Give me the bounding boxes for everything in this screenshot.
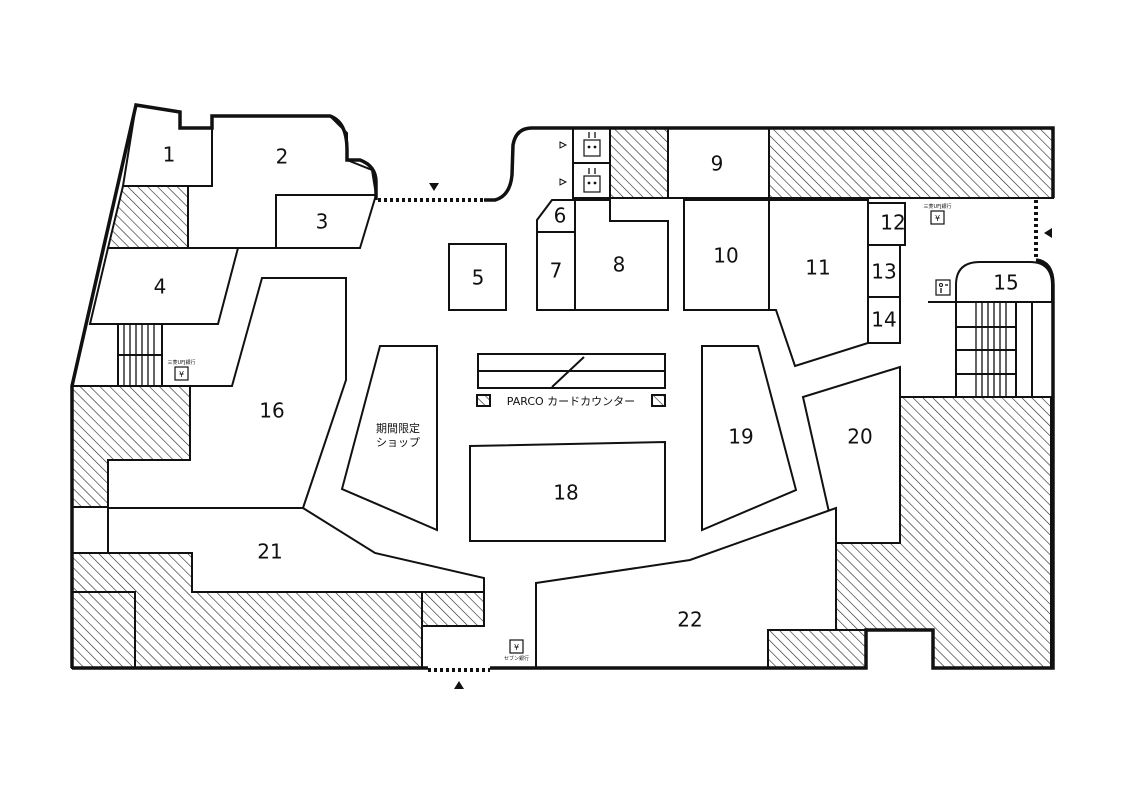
shop-19[interactable] xyxy=(701,345,798,532)
atm-yen-symbol: ¥ xyxy=(514,643,519,652)
card-counter-hatch-right xyxy=(651,394,666,407)
popup-shop-label-line2: ショップ xyxy=(376,436,420,449)
shop-13[interactable] xyxy=(867,244,901,298)
shop-3[interactable] xyxy=(275,194,378,249)
shop-label-5: 5 xyxy=(472,266,485,290)
elevator-direction-icon xyxy=(559,178,568,186)
shop-label-7: 7 xyxy=(550,259,563,283)
atm-icon: ¥ 三菱UFJ銀行 xyxy=(923,203,952,225)
entrances xyxy=(378,183,1052,689)
shop-label-14: 14 xyxy=(871,308,896,332)
shop-label-11: 11 xyxy=(805,256,830,280)
elevator-direction-icon xyxy=(559,141,568,149)
service-area-sw-corner xyxy=(71,591,136,669)
atm-label-seven: セブン銀行 xyxy=(504,655,529,662)
service-area-top-right xyxy=(768,127,1054,199)
shop-label-2: 2 xyxy=(276,145,289,169)
shop-16[interactable] xyxy=(107,277,347,509)
shop-label-6: 6 xyxy=(554,204,567,228)
elevator-core xyxy=(559,127,611,199)
shop-label-3: 3 xyxy=(316,210,329,234)
popup-shop-label-line1: 期間限定 xyxy=(376,421,420,435)
shop-18[interactable] xyxy=(469,440,666,542)
shop-units xyxy=(88,103,906,669)
shop-label-20: 20 xyxy=(847,425,872,449)
shop-11[interactable] xyxy=(768,199,869,368)
service-area-south xyxy=(421,591,485,627)
shop-labels: 1 2 3 4 5 6 7 8 9 10 11 12 13 14 15 16 1… xyxy=(154,143,1019,632)
service-area-se xyxy=(767,629,867,669)
shop-label-10: 10 xyxy=(713,244,738,268)
entrance-arrow-icon xyxy=(1044,228,1052,238)
escalator-east xyxy=(928,301,1033,398)
shop-10[interactable] xyxy=(683,199,770,311)
shop-8[interactable] xyxy=(574,199,669,311)
atm-icon: ¥ 三菱UFJ銀行 xyxy=(167,359,196,381)
atm-label-ufj-right: 三菱UFJ銀行 xyxy=(923,203,951,210)
card-counter-hatch-left xyxy=(476,394,491,407)
shop-label-21: 21 xyxy=(257,540,282,564)
shop-20[interactable] xyxy=(801,365,901,544)
service-area-nw xyxy=(106,185,189,249)
restroom-icon xyxy=(935,279,951,296)
shop-7[interactable] xyxy=(536,231,576,311)
escalator-west xyxy=(117,323,163,387)
popup-shop[interactable] xyxy=(340,345,438,532)
shop-label-4: 4 xyxy=(154,275,167,299)
shop-label-9: 9 xyxy=(711,152,724,176)
elevator-icon xyxy=(583,132,601,157)
shop-label-1: 1 xyxy=(163,143,176,167)
shop-label-22: 22 xyxy=(677,608,702,632)
atm-yen-symbol: ¥ xyxy=(179,370,184,379)
card-counter xyxy=(477,353,666,389)
shop-label-15: 15 xyxy=(993,271,1018,295)
shop-9[interactable] xyxy=(667,127,770,199)
entrance-arrow-icon xyxy=(454,681,464,689)
shop-12[interactable] xyxy=(867,202,906,246)
service-areas xyxy=(71,127,1054,669)
shop-14[interactable] xyxy=(867,296,901,344)
atm-icon: ¥ セブン銀行 xyxy=(504,639,529,662)
card-counter-label: PARCO カードカウンター xyxy=(507,395,635,408)
atm-yen-symbol: ¥ xyxy=(935,214,940,223)
shop-label-13: 13 xyxy=(871,260,896,284)
entrance-arrow-icon xyxy=(429,183,439,191)
shop-label-18: 18 xyxy=(553,481,578,505)
service-area-top-mid xyxy=(609,127,669,199)
shop-21[interactable] xyxy=(107,507,485,593)
elevator-icon xyxy=(583,168,601,193)
outer-walls xyxy=(70,103,1055,670)
atm-label-ufj-left: 三菱UFJ銀行 xyxy=(167,359,195,366)
shop-5[interactable] xyxy=(448,243,507,311)
shop-label-16: 16 xyxy=(259,399,284,423)
shop-label-19: 19 xyxy=(728,425,753,449)
shop-4[interactable] xyxy=(88,247,240,325)
shop-label-12: 12 xyxy=(880,211,905,235)
shop-label-8: 8 xyxy=(613,253,626,277)
